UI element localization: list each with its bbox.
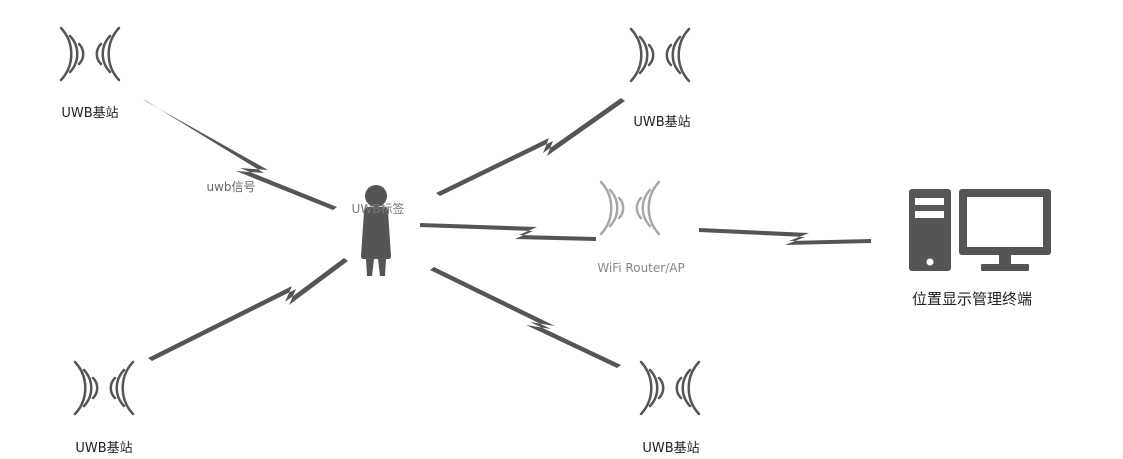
person-icon xyxy=(361,185,391,276)
uwb-station-top-right: UWB基站 xyxy=(629,27,691,130)
antenna-icon xyxy=(59,26,121,104)
wifi-router: WiFi Router/AP xyxy=(597,180,685,275)
signal-link-top-left xyxy=(143,99,337,210)
antenna-icon xyxy=(629,27,691,105)
signal-link-tag-router xyxy=(420,223,596,241)
router-antenna-icon xyxy=(599,180,661,258)
signal-label: uwb信号 xyxy=(206,180,255,194)
signal-link-top-right xyxy=(436,98,625,196)
station-label: UWB基站 xyxy=(75,441,132,456)
router-label: WiFi Router/AP xyxy=(597,261,684,275)
signal-links xyxy=(143,98,871,368)
uwb-tag: UWB标签 xyxy=(352,185,405,276)
uwb-station-top-left: UWB基站 xyxy=(59,26,121,121)
management-terminal: 位置显示管理终端 xyxy=(909,189,1051,308)
terminal-label: 位置显示管理终端 xyxy=(912,290,1032,308)
tag-label: UWB标签 xyxy=(352,201,405,216)
uwb-station-bottom-right: UWB基站 xyxy=(639,360,701,456)
station-label: UWB基站 xyxy=(61,106,118,121)
computer-icon xyxy=(909,189,1051,271)
antenna-icon xyxy=(639,360,701,438)
antenna-icon xyxy=(73,360,135,438)
station-label: UWB基站 xyxy=(633,115,690,130)
station-label: UWB基站 xyxy=(642,441,699,456)
signal-link-bottom-left xyxy=(148,258,348,361)
uwb-station-bottom-left: UWB基站 xyxy=(73,360,135,456)
signal-link-bottom-right xyxy=(430,267,621,368)
signal-link-router-terminal xyxy=(699,228,871,245)
